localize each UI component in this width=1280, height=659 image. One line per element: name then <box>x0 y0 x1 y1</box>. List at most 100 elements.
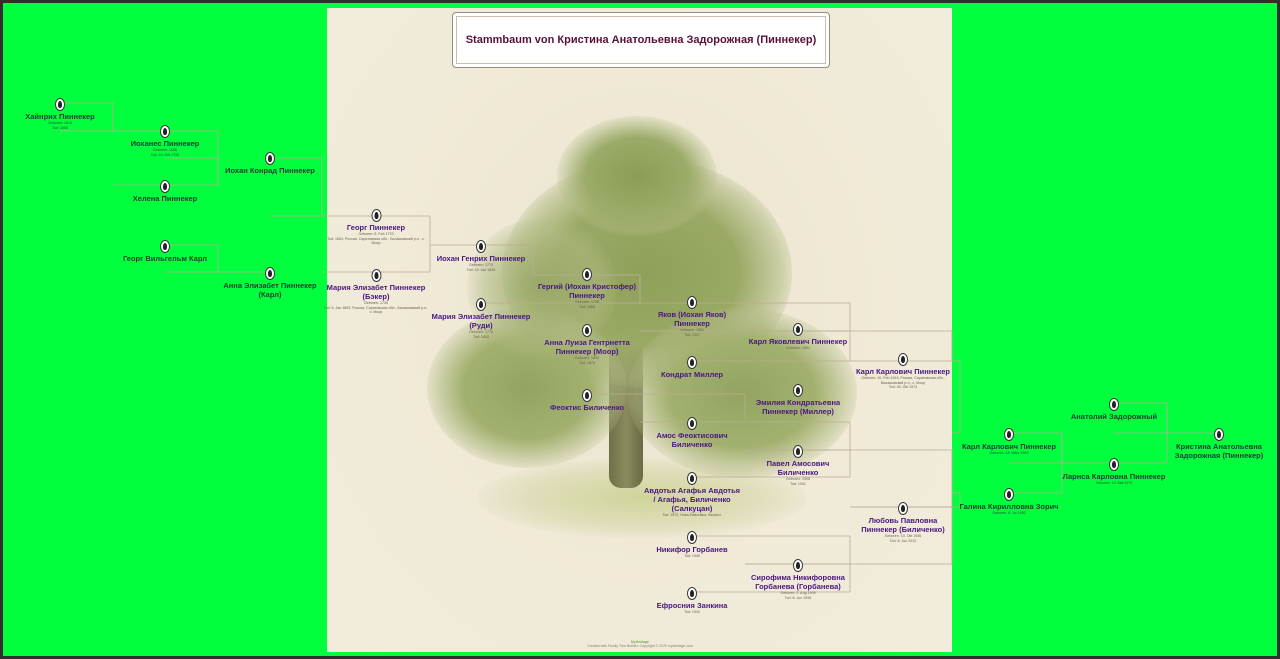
person-detail: Geboren: 1656 <box>153 148 177 152</box>
person-name: Ларнса Карловна Пиннекер <box>1062 472 1166 481</box>
silhouette-icon <box>1004 488 1014 501</box>
person-card-anatoliy[interactable]: Анатолий Задорожный <box>1064 398 1164 421</box>
silhouette-icon <box>898 353 908 366</box>
person-detail: Tod: 1972, Ново-Павловка, Казахст. <box>662 513 722 517</box>
person-detail: Tod: 8. Jun 1996 <box>784 595 812 600</box>
silhouette-icon <box>687 296 697 309</box>
person-detail: Tod: 23. Mai 1700 <box>150 152 180 157</box>
person-detail: Tod: 1878 <box>579 360 595 365</box>
person-name: Анна Элизабет Пиннекер (Карл) <box>223 281 317 299</box>
person-detail: Tod: 1843 <box>473 334 489 339</box>
person-name: Феоктис Биличенко <box>549 403 625 412</box>
silhouette-icon <box>582 268 592 281</box>
person-detail: Geboren: 1776 <box>469 330 493 334</box>
person-name: Кондрат Миллер <box>661 370 723 379</box>
person-card-iohan-konrad[interactable]: Иохан Конрад Пиннекер <box>210 152 330 175</box>
person-detail: Geboren: 1616 <box>48 121 72 125</box>
person-card-lyubov[interactable]: Любовь Павловна Пиннекер (Биличенко)Gebo… <box>853 502 953 543</box>
person-name: Карл Карлович Пиннекер <box>856 367 950 376</box>
person-detail: Geboren: 1770 <box>469 263 493 267</box>
person-detail: Tod: 1656 <box>52 125 68 130</box>
silhouette-icon <box>687 587 697 600</box>
footer-logo: MyHeritage <box>631 640 649 644</box>
person-name: Гергий (Иохан Кристофер) Пиннекер <box>537 282 637 300</box>
person-card-kristina[interactable]: Кристина Анатольевна Задорожная (Пиннеке… <box>1169 428 1269 460</box>
person-card-maria-elizabet-b[interactable]: Мария Элизабет Пиннекер (Бэкер)Geboren: … <box>324 269 429 315</box>
person-name: Хелена Пиннекер <box>132 194 198 203</box>
silhouette-icon <box>160 180 170 193</box>
person-detail: Geboren: 1730 <box>364 301 388 305</box>
silhouette-icon <box>265 152 275 165</box>
silhouette-icon <box>687 472 697 485</box>
person-name: Анатолий Задорожный <box>1070 412 1158 421</box>
silhouette-icon <box>371 269 381 282</box>
silhouette-icon <box>687 531 697 544</box>
connector-line <box>850 449 953 508</box>
person-card-emiliya[interactable]: Эмилия Кондратьевна Пиннекер (Миллер) <box>748 384 848 416</box>
person-detail: Geboren: 1908 <box>786 477 810 481</box>
silhouette-icon <box>1214 428 1224 441</box>
person-detail: Tod: 1804, Россия, Саратовская обл., Бал… <box>327 236 425 246</box>
person-card-amos[interactable]: Амос Феоктисович Биличенко <box>642 417 742 449</box>
person-detail: Geboren: 1841 <box>680 328 704 332</box>
person-name: Иохан Конрад Пиннекер <box>225 166 315 175</box>
oak-tree-illustration <box>327 8 952 652</box>
person-card-georg-vilgelm[interactable]: Георг Вильгельм Карл <box>105 240 225 263</box>
connector-line <box>952 492 961 508</box>
person-name: Яков (Иохан Яков) Пиннекер <box>657 310 727 328</box>
person-card-maria-elizabet-r[interactable]: Мария Элизабет Пиннекер (Руди)Geboren: 1… <box>431 298 531 339</box>
silhouette-icon <box>160 125 170 138</box>
person-name: Сирофима Никифоровна Горбанева (Горбанев… <box>751 573 845 591</box>
person-name: Никифор Горбанев <box>656 545 728 554</box>
person-name: Кристина Анатольевна Задорожная (Пиннеке… <box>1174 442 1264 460</box>
connector-line <box>952 360 961 434</box>
person-card-sirofima[interactable]: Сирофима Никифоровна Горбанева (Горбанев… <box>748 559 848 600</box>
person-detail: Балашовский р-н., с. Моор <box>880 380 926 385</box>
person-name: Хайнрих Пиннекер <box>25 112 95 121</box>
silhouette-icon <box>265 267 275 280</box>
person-name: Авдотья Агафья Авдотья / Агафья, Биличен… <box>643 486 741 513</box>
person-card-avdotya[interactable]: Авдотья Агафья Авдотья / Агафья, Биличен… <box>642 472 742 518</box>
silhouette-icon <box>898 502 908 515</box>
person-detail: Tod: 1941 <box>790 481 806 486</box>
person-detail: Geboren: 2. Aug 1909 <box>780 591 816 595</box>
person-detail: Tod: 26. Okt 1974 <box>888 385 918 389</box>
connector-line <box>270 157 323 217</box>
person-card-anna-elizabet[interactable]: Анна Элизабет Пиннекер (Карл) <box>215 267 325 299</box>
silhouette-icon <box>1004 428 1014 441</box>
footer: MyHeritage Created with Family Tree Buil… <box>560 640 720 648</box>
person-detail: Geboren: 16. März 1949 <box>989 451 1029 455</box>
footer-credit: Created with Family Tree Builder. Copyri… <box>587 644 693 648</box>
silhouette-icon <box>793 445 803 458</box>
person-card-feoktis[interactable]: Феоктис Биличенко <box>537 389 637 412</box>
person-name: Ефросния Занкина <box>656 601 728 610</box>
person-detail: Geboren: 8. Feb 1723 <box>358 232 394 236</box>
silhouette-icon <box>476 240 486 253</box>
person-card-helena[interactable]: Хелена Пиннекер <box>105 180 225 203</box>
person-detail: Tod: 8. Jun 2012 <box>889 538 917 543</box>
person-name: Мария Элизабет Пиннекер (Бэкер) <box>326 283 426 301</box>
person-card-kondrat[interactable]: Кондрат Миллер <box>642 356 742 379</box>
silhouette-icon <box>793 559 803 572</box>
silhouette-icon <box>371 209 381 222</box>
connector-line <box>60 102 114 132</box>
connector-line <box>587 274 641 304</box>
person-name: Анна Луиза Гентрнетта Пиннекер (Моор) <box>544 338 630 356</box>
person-card-anna-luiza[interactable]: Анна Луиза Гентрнетта Пиннекер (Моор)Geb… <box>537 324 637 365</box>
